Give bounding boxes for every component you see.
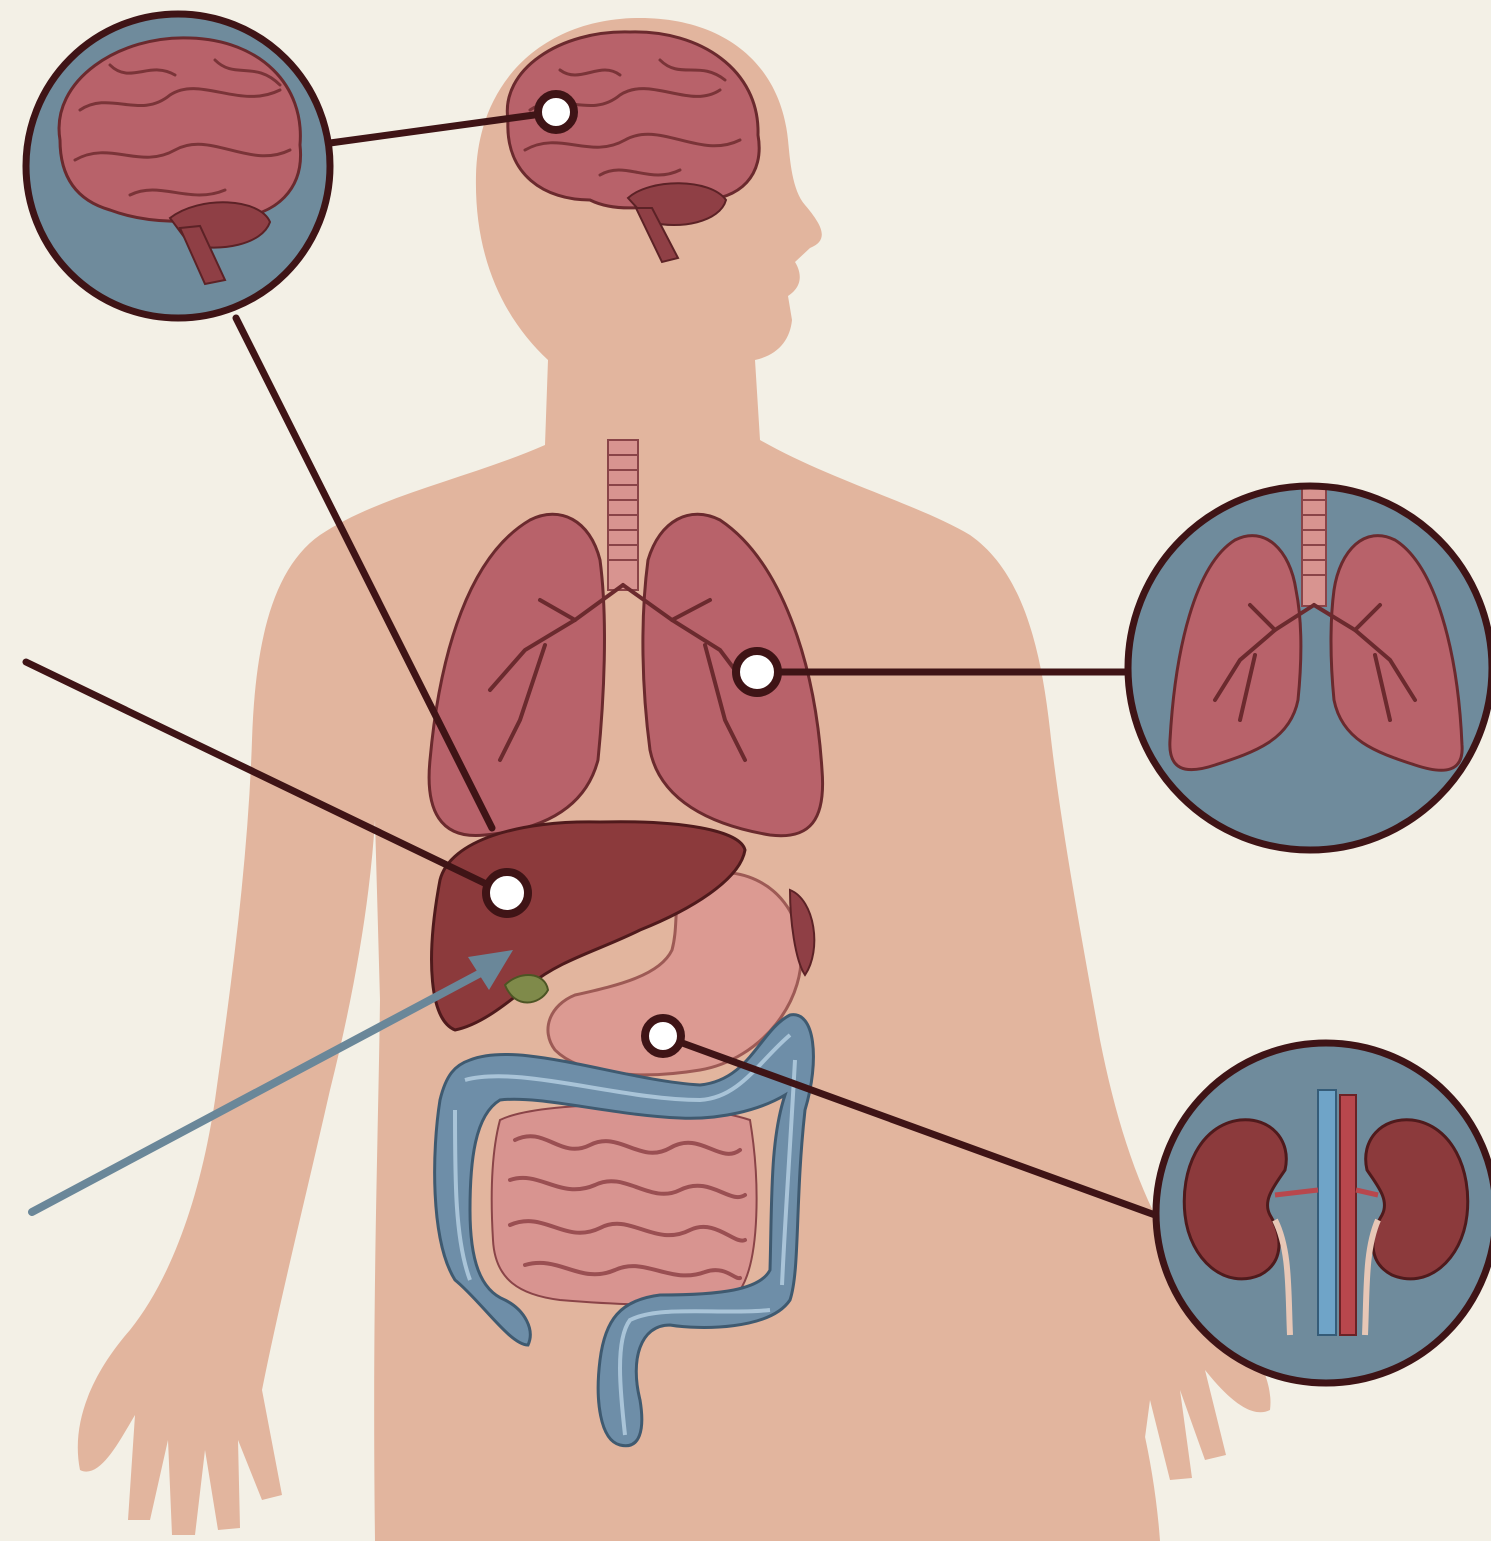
stomach-marker[interactable]: [645, 1018, 681, 1054]
aorta: [1340, 1095, 1356, 1335]
kidneys-inset: [1156, 1043, 1491, 1383]
brain-inset: [26, 14, 330, 318]
lungs-marker[interactable]: [736, 651, 778, 693]
lungs-inset: [1128, 486, 1491, 850]
brain-marker[interactable]: [538, 94, 574, 130]
liver-marker[interactable]: [486, 872, 528, 914]
vena-cava: [1318, 1090, 1336, 1335]
